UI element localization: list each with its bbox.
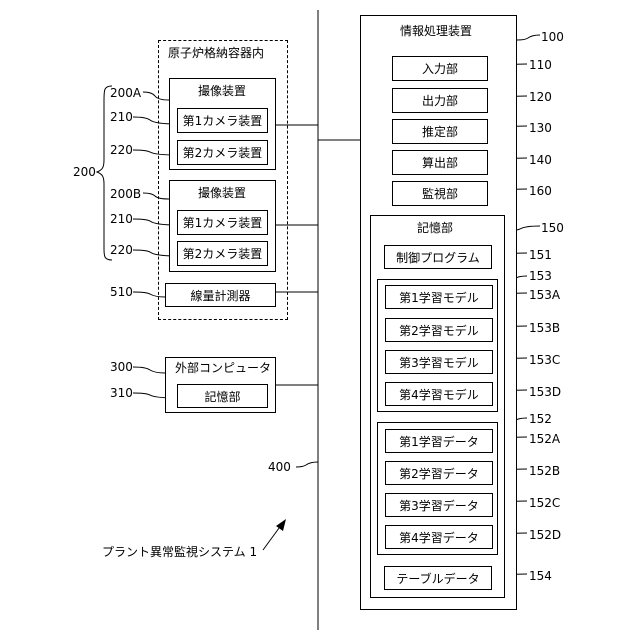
ref-210a: 210	[110, 110, 133, 124]
info-processing-device-title: 情報処理装置	[400, 24, 472, 38]
learning-model-1: 第1学習モデル	[385, 285, 493, 309]
learning-model-2: 第2学習モデル	[385, 318, 493, 342]
ref-220b: 220	[110, 243, 133, 257]
ref-154: 154	[529, 569, 552, 583]
ref-150: 150	[541, 221, 564, 235]
external-storage: 記憶部	[177, 384, 268, 408]
ref-510: 510	[110, 285, 133, 299]
learning-data-4: 第4学習データ	[385, 525, 493, 549]
input-unit: 入力部	[392, 56, 488, 81]
ref-100: 100	[541, 30, 564, 44]
learning-data-1: 第1学習データ	[385, 429, 493, 453]
ref-153c: 153C	[529, 353, 560, 367]
storage-unit-title: 記憶部	[417, 221, 453, 235]
camera-2-unit-a: 第2カメラ装置	[177, 140, 268, 165]
ref-153d: 153D	[529, 385, 561, 399]
ref-151: 151	[529, 248, 552, 262]
ref-400: 400	[268, 460, 291, 474]
ref-160: 160	[529, 184, 552, 198]
ref-120: 120	[529, 90, 552, 104]
ref-152b: 152B	[529, 464, 560, 478]
estimation-unit: 推定部	[392, 119, 488, 144]
camera-1-unit-b: 第1カメラ装置	[177, 210, 268, 235]
ref-210b: 210	[110, 212, 133, 226]
ref-152c: 152C	[529, 496, 560, 510]
calculation-unit: 算出部	[392, 150, 488, 175]
ref-200b: 200B	[110, 187, 141, 201]
control-program: 制御プログラム	[384, 245, 492, 269]
ref-152: 152	[529, 412, 552, 426]
ref-200: 200	[73, 165, 96, 179]
camera-2-unit-b: 第2カメラ装置	[177, 241, 268, 266]
output-unit: 出力部	[392, 88, 488, 113]
learning-data-3: 第3学習データ	[385, 493, 493, 517]
reactor-containment-title: 原子炉格納容器内	[168, 46, 264, 60]
ref-153b: 153B	[529, 321, 560, 335]
ref-152d: 152D	[529, 528, 561, 542]
ref-153a: 153A	[529, 288, 560, 302]
external-computer-title: 外部コンピュータ	[175, 361, 271, 375]
learning-model-4: 第4学習モデル	[385, 382, 493, 406]
camera-1-unit-a: 第1カメラ装置	[177, 108, 268, 133]
ref-220a: 220	[110, 143, 133, 157]
ref-300: 300	[110, 360, 133, 374]
ref-200a: 200A	[110, 86, 141, 100]
monitoring-unit: 監視部	[392, 181, 488, 206]
ref-153: 153	[529, 269, 552, 283]
ref-310: 310	[110, 386, 133, 400]
dosimeter-box: 線量計測器	[165, 283, 276, 307]
table-data: テーブルデータ	[384, 566, 492, 590]
imaging-unit-200b-title: 撮像装置	[198, 186, 246, 200]
ref-152a: 152A	[529, 432, 560, 446]
imaging-unit-200a-title: 撮像装置	[198, 84, 246, 98]
system-label: プラント異常監視システム 1	[102, 545, 257, 559]
ref-110: 110	[529, 58, 552, 72]
ref-130: 130	[529, 121, 552, 135]
learning-model-3: 第3学習モデル	[385, 350, 493, 374]
learning-data-2: 第2学習データ	[385, 461, 493, 485]
ref-140: 140	[529, 153, 552, 167]
